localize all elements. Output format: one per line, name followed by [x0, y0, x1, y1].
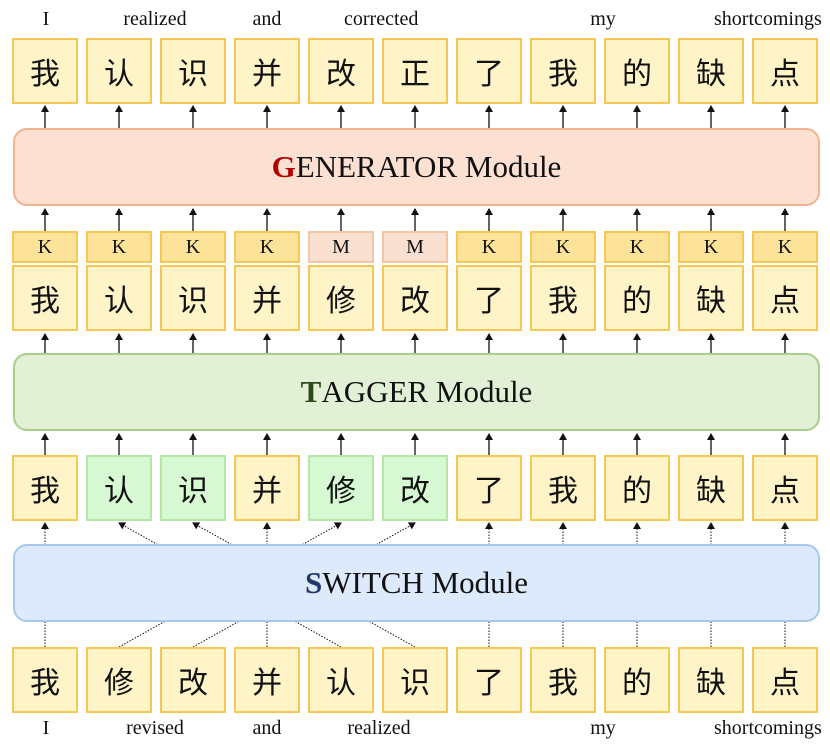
- input-token-2: 修: [86, 647, 152, 713]
- tagged-token-2: 认: [86, 265, 152, 331]
- top-word-3: and: [252, 8, 282, 30]
- bottom-word-2: revised: [126, 717, 184, 739]
- tagged-token-6: 改: [382, 265, 448, 331]
- switched-token-3: 识: [160, 455, 226, 521]
- output-token-11: 点: [752, 38, 818, 104]
- tagged-token-11: 点: [752, 265, 818, 331]
- tagged-token-8: 我: [530, 265, 596, 331]
- tag-label-10: K: [678, 231, 744, 263]
- tagged-token-5: 修: [308, 265, 374, 331]
- tag-label-5: M: [308, 231, 374, 263]
- tag-label-8: K: [530, 231, 596, 263]
- switch-initial: S: [304, 565, 323, 600]
- tag-label-4: K: [234, 231, 300, 263]
- top-word-7: shortcomings: [714, 8, 822, 30]
- input-token-5: 认: [308, 647, 374, 713]
- output-token-1: 我: [12, 38, 78, 104]
- tag-label-11: K: [752, 231, 818, 263]
- input-token-3: 改: [160, 647, 226, 713]
- tagged-token-1: 我: [12, 265, 78, 331]
- input-token-6: 识: [382, 647, 448, 713]
- tagged-token-3: 识: [160, 265, 226, 331]
- tagger-initial: T: [300, 374, 322, 409]
- output-token-7: 了: [456, 38, 522, 104]
- tagged-token-10: 缺: [678, 265, 744, 331]
- tag-label-3: K: [160, 231, 226, 263]
- bottom-word-6: my: [590, 717, 616, 739]
- tagged-token-4: 并: [234, 265, 300, 331]
- input-token-8: 我: [530, 647, 596, 713]
- tagger-label: AGGER Module: [321, 374, 533, 409]
- input-token-10: 缺: [678, 647, 744, 713]
- input-token-11: 点: [752, 647, 818, 713]
- switched-token-5: 修: [308, 455, 374, 521]
- tagged-token-7: 了: [456, 265, 522, 331]
- output-token-2: 认: [86, 38, 152, 104]
- tag-label-9: K: [604, 231, 670, 263]
- switched-token-1: 我: [12, 455, 78, 521]
- switch-label: WITCH Module: [322, 565, 529, 600]
- output-token-5: 改: [308, 38, 374, 104]
- input-token-1: 我: [12, 647, 78, 713]
- bottom-word-1: I: [42, 717, 50, 739]
- switched-token-7: 了: [456, 455, 522, 521]
- bottom-word-3: and: [252, 717, 282, 739]
- output-token-6: 正: [382, 38, 448, 104]
- output-token-3: 识: [160, 38, 226, 104]
- output-token-10: 缺: [678, 38, 744, 104]
- output-token-4: 并: [234, 38, 300, 104]
- generator-initial: G: [271, 149, 296, 184]
- switched-token-2: 认: [86, 455, 152, 521]
- input-token-7: 了: [456, 647, 522, 713]
- switched-token-6: 改: [382, 455, 448, 521]
- top-word-6: my: [590, 8, 616, 30]
- top-word-1: I: [42, 8, 50, 30]
- tag-label-7: K: [456, 231, 522, 263]
- tagged-token-9: 的: [604, 265, 670, 331]
- top-word-2: realized: [123, 8, 187, 30]
- tag-label-2: K: [86, 231, 152, 263]
- tag-label-1: K: [12, 231, 78, 263]
- bottom-word-7: shortcomings: [714, 717, 822, 739]
- input-token-4: 并: [234, 647, 300, 713]
- generator-label: ENERATOR Module: [295, 149, 562, 184]
- bottom-word-4: realized: [347, 717, 411, 739]
- switched-token-11: 点: [752, 455, 818, 521]
- switched-token-9: 的: [604, 455, 670, 521]
- switched-token-8: 我: [530, 455, 596, 521]
- input-token-9: 的: [604, 647, 670, 713]
- switched-token-4: 并: [234, 455, 300, 521]
- output-token-9: 的: [604, 38, 670, 104]
- tag-label-6: M: [382, 231, 448, 263]
- switched-token-10: 缺: [678, 455, 744, 521]
- top-word-4: corrected: [344, 8, 419, 30]
- output-token-8: 我: [530, 38, 596, 104]
